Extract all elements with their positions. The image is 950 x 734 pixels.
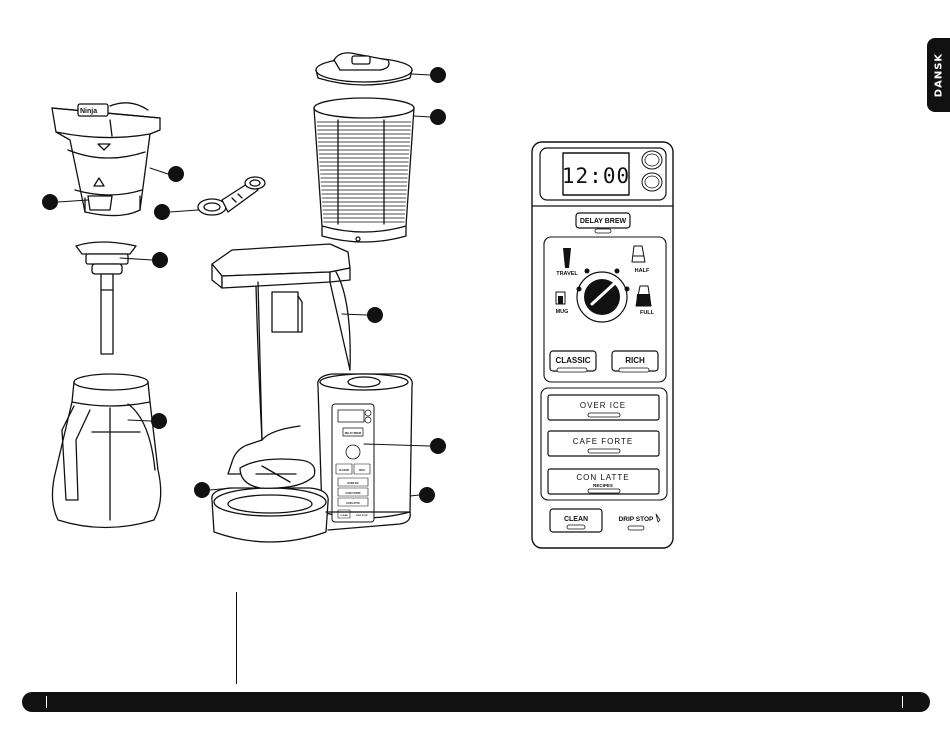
travel-label: TRAVEL [556, 271, 578, 277]
column-divider [236, 592, 237, 684]
footer-bar [22, 692, 930, 712]
carafe-lid [316, 53, 412, 85]
coffee-scoop [198, 177, 265, 215]
cafe-forte-label: CAFE FORTE [573, 437, 634, 446]
glass-carafe [52, 374, 160, 528]
half-label: HALF [635, 268, 650, 274]
svg-text:Ninja: Ninja [80, 108, 97, 115]
drip-stop-label: DRIP STOP [619, 516, 654, 523]
svg-text:DELAY BREW: DELAY BREW [345, 432, 362, 435]
svg-text:CON LATTE: CON LATTE [346, 502, 360, 505]
delay-brew-label: DELAY BREW [580, 218, 627, 225]
svg-text:CAFE FORTE: CAFE FORTE [345, 492, 361, 495]
clock-display: 12:00 [562, 164, 630, 188]
svg-text:RICH: RICH [359, 469, 365, 472]
footer-tick-left [46, 696, 47, 708]
svg-text:CLASSIC: CLASSIC [339, 469, 350, 472]
clean-label: CLEAN [564, 516, 588, 523]
svg-text:CLEAN: CLEAN [340, 514, 348, 517]
footer-tick-right [902, 696, 903, 708]
con-latte-label: CON LATTE [576, 473, 629, 482]
full-label: FULL [640, 310, 655, 316]
svg-text:DRIP STOP: DRIP STOP [356, 515, 368, 517]
rich-label: RICH [625, 356, 645, 365]
classic-label: CLASSIC [555, 356, 590, 365]
recipes-label: RECIPES [593, 483, 613, 488]
over-ice-label: OVER ICE [580, 401, 626, 410]
svg-text:OVER ICE: OVER ICE [347, 482, 359, 485]
mug-label: MUG [556, 309, 569, 315]
brew-basket: Ninja [52, 103, 160, 216]
thermal-carafe [314, 98, 414, 242]
coffee-maker [212, 244, 412, 542]
